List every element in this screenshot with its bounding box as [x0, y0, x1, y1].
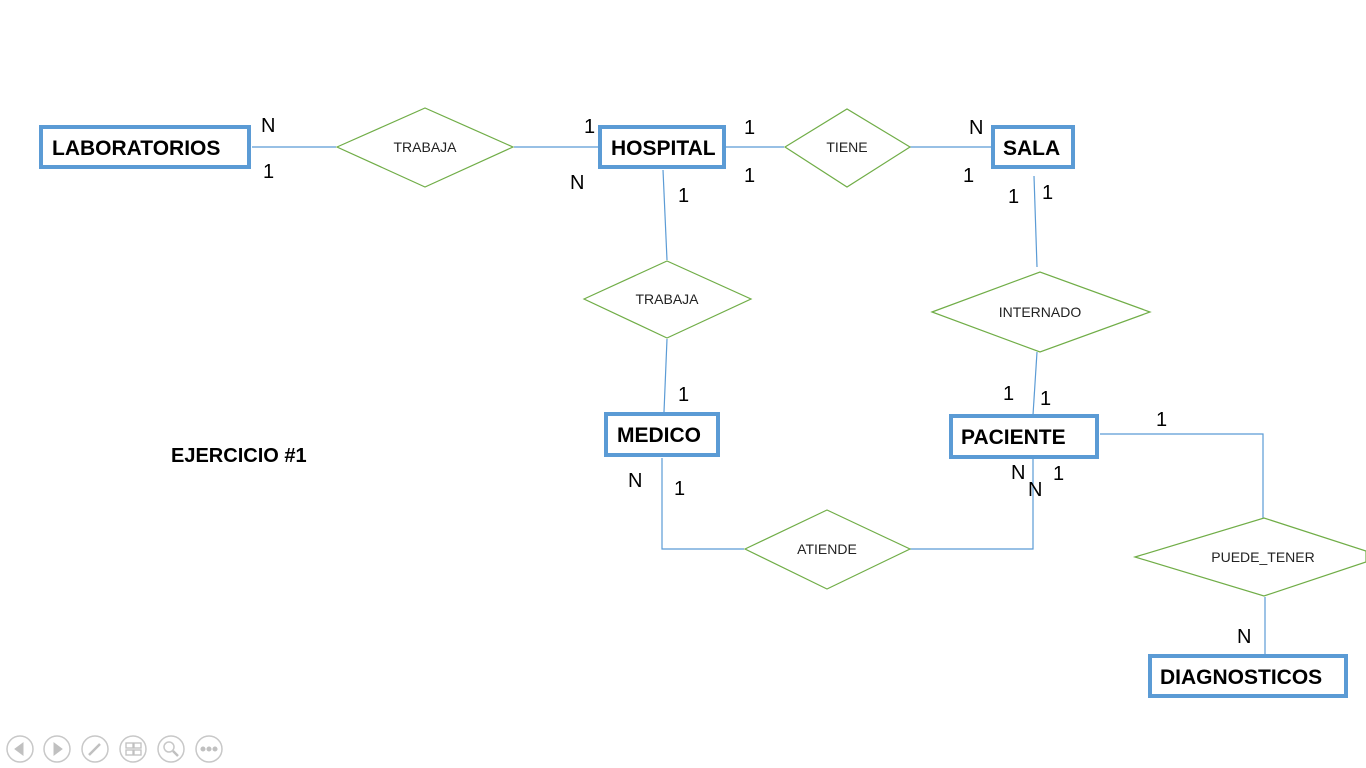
- cardinality-label: 1: [744, 117, 755, 139]
- relationship-internado: INTERNADO: [930, 271, 1152, 353]
- cardinality-label: 1: [1156, 409, 1167, 431]
- relationship-atiende: ATIENDE: [743, 509, 912, 590]
- cardinality-label: N: [969, 117, 983, 139]
- entity-label: PACIENTE: [961, 426, 1066, 449]
- line-trabaja-medico: [663, 338, 668, 413]
- cardinality-label: 1: [674, 478, 685, 500]
- relationship-label: ATIENDE: [797, 541, 857, 557]
- cardinality-label: N: [1011, 462, 1025, 484]
- relationship-trabaja-medico: TRABAJA: [582, 260, 753, 339]
- previous-icon[interactable]: [6, 735, 34, 763]
- line-internado-paciente: [1032, 351, 1038, 416]
- entity-label: HOSPITAL: [611, 137, 716, 160]
- cardinality-label: 1: [584, 116, 595, 138]
- relationship-label: TRABAJA: [635, 291, 699, 307]
- cardinality-labels: N 1 1 N 1 1 N 1 1 1 1 1 1 1 1 N 1 N 1 N …: [261, 115, 1251, 648]
- entity-paciente: PACIENTE: [949, 414, 1099, 459]
- slides-icon[interactable]: [119, 735, 147, 763]
- more-icon[interactable]: [195, 735, 223, 763]
- cardinality-label: 1: [263, 161, 274, 183]
- cardinality-label: 1: [1042, 182, 1053, 204]
- entity-label: DIAGNOSTICOS: [1160, 666, 1322, 689]
- entity-medico: MEDICO: [604, 412, 720, 457]
- connectors: [252, 146, 1266, 654]
- cardinality-label: N: [1237, 626, 1251, 648]
- relationship-tiene: TIENE: [783, 108, 912, 188]
- entity-label: SALA: [1003, 137, 1060, 160]
- entity-laboratorios: LABORATORIOS: [39, 125, 251, 169]
- line-medico-atiende: [661, 458, 744, 550]
- line-atiende-paciente: [910, 458, 1034, 550]
- entity-sala: SALA: [991, 125, 1075, 169]
- relationship-label: INTERNADO: [999, 304, 1082, 320]
- relationship-label: PUEDE_TENER: [1211, 549, 1314, 565]
- relationship-label: TRABAJA: [393, 139, 457, 155]
- relationship-puede-tener: PUEDE_TENER: [1132, 517, 1366, 597]
- zoom-icon[interactable]: [157, 735, 185, 763]
- cardinality-label: 1: [1040, 388, 1051, 410]
- entity-diagnosticos: DIAGNOSTICOS: [1148, 654, 1348, 698]
- next-icon[interactable]: [43, 735, 71, 763]
- cardinality-label: 1: [1008, 186, 1019, 208]
- cardinality-label: N: [261, 115, 275, 137]
- cardinality-label: N: [570, 172, 584, 194]
- pen-icon[interactable]: [81, 735, 109, 763]
- cardinality-label: 1: [1003, 383, 1014, 405]
- entity-label: MEDICO: [617, 424, 701, 447]
- line-paciente-puede-tener: [1100, 433, 1264, 518]
- cardinality-label: 1: [678, 185, 689, 207]
- entity-label: LABORATORIOS: [52, 137, 220, 160]
- line-sala-internado: [1033, 175, 1038, 268]
- cardinality-label: N: [1028, 479, 1042, 501]
- cardinality-label: 1: [1053, 463, 1064, 485]
- cardinality-label: 1: [963, 165, 974, 187]
- cardinality-label: 1: [744, 165, 755, 187]
- entity-hospital: HOSPITAL: [598, 125, 726, 169]
- cardinality-label: 1: [678, 384, 689, 406]
- exercise-title: EJERCICIO #1: [171, 445, 307, 467]
- relationship-trabaja-lab: TRABAJA: [335, 107, 515, 188]
- line-hospital-trabaja: [662, 169, 668, 261]
- cardinality-label: N: [628, 470, 642, 492]
- slideshow-toolbar: [6, 735, 223, 763]
- relationship-label: TIENE: [826, 139, 867, 155]
